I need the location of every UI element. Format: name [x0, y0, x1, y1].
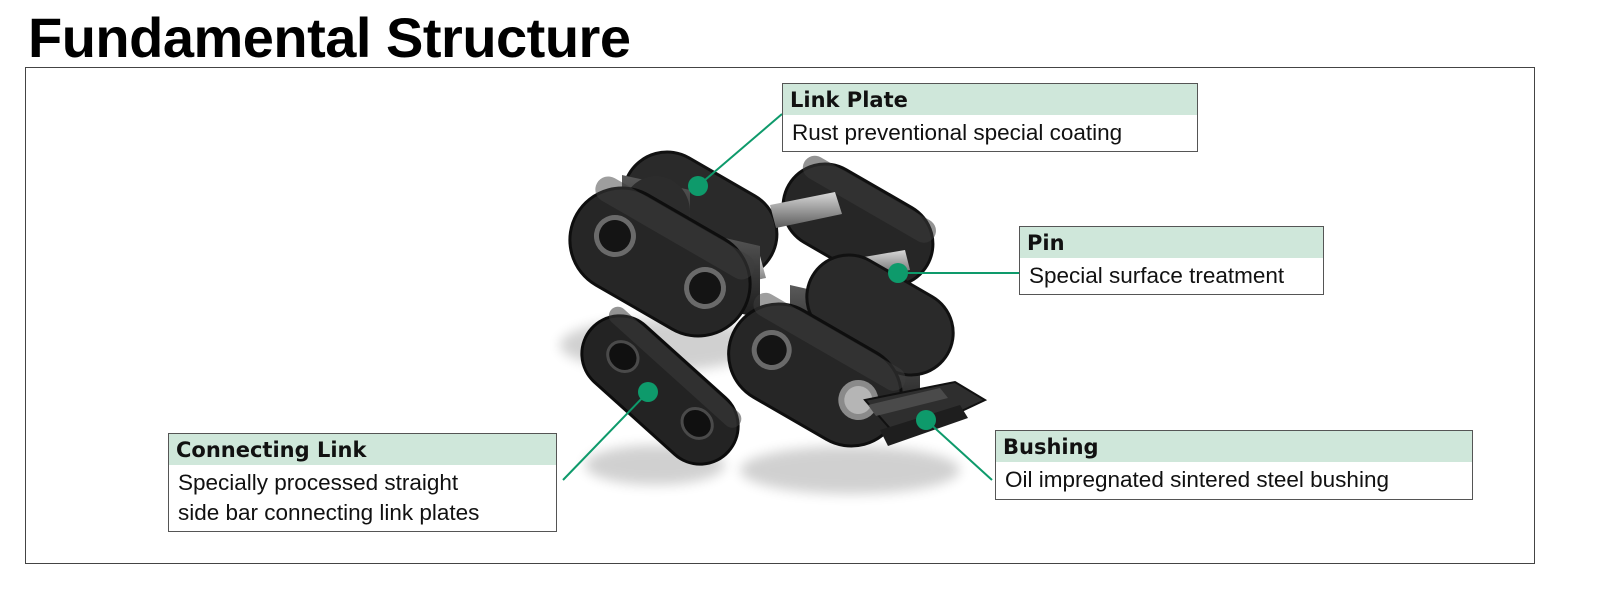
- diagram-frame: [25, 67, 1535, 564]
- link-plate-description-line: Rust preventional special coating: [792, 120, 1123, 145]
- pin-callout: Pin Special surface treatment: [1019, 226, 1324, 295]
- leader-dots: [638, 176, 936, 430]
- pin-marker: [888, 263, 908, 283]
- bushing-marker: [916, 410, 936, 430]
- connecting-link-description-line: Specially processed straight: [178, 470, 459, 495]
- bushing-callout: Bushing Oil impregnated sintered steel b…: [995, 430, 1473, 500]
- leader-lines: [562, 113, 1024, 481]
- pin-heading: Pin: [1020, 227, 1323, 258]
- connecting-link-heading: Connecting Link: [169, 434, 556, 465]
- roller-link-front-plate: [568, 176, 755, 338]
- bushing-heading: Bushing: [996, 431, 1472, 462]
- link-plate-marker: [688, 176, 708, 196]
- link-plate-heading: Link Plate: [783, 84, 1197, 115]
- connecting-link-plate: [580, 306, 742, 466]
- connecting-link-description-line: side bar connecting link plates: [178, 500, 480, 525]
- link-plate-description: Rust preventional special coating: [783, 115, 1197, 152]
- pin-description-line: Special surface treatment: [1029, 263, 1285, 288]
- pin-description: Special surface treatment: [1020, 258, 1323, 295]
- page-title: Fundamental Structure: [28, 6, 631, 69]
- connecting-link-marker: [638, 382, 658, 402]
- link-plate-callout: Link Plate Rust preventional special coa…: [782, 83, 1198, 152]
- bushing-description-line: Oil impregnated sintered steel bushing: [1005, 467, 1389, 492]
- connecting-link-description: Specially processed straight side bar co…: [169, 465, 556, 532]
- connecting-link-callout: Connecting Link Specially processed stra…: [168, 433, 557, 532]
- bushing-description: Oil impregnated sintered steel bushing: [996, 462, 1472, 499]
